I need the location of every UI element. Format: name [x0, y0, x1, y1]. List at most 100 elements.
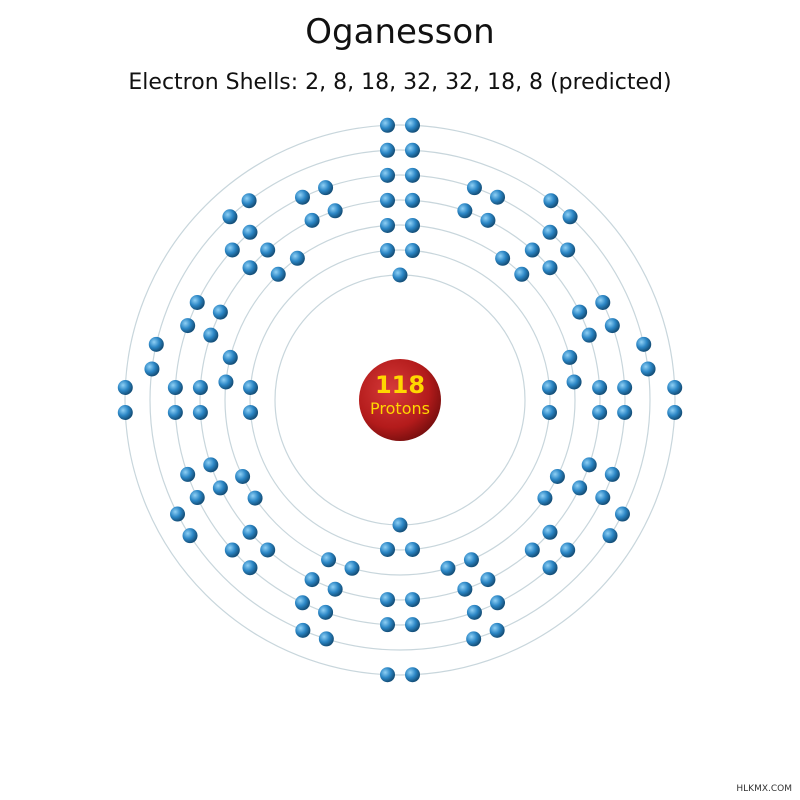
- electron-shell-4: [592, 380, 608, 396]
- electron-shell-4: [242, 260, 258, 276]
- electron-shell-5: [595, 490, 611, 506]
- electron-shell-2: [243, 404, 259, 420]
- electron-shell-5: [318, 604, 334, 620]
- electron-shell-4: [260, 542, 276, 558]
- electron-shell-4: [457, 581, 473, 597]
- electron-shell-4: [327, 581, 343, 597]
- electron-shell-5: [167, 380, 183, 396]
- electron-shell-5: [224, 242, 240, 258]
- electron-shell-4: [212, 304, 228, 320]
- nucleus: 118 Protons: [359, 359, 441, 441]
- electron-shell-3: [380, 217, 396, 233]
- watermark: HLKMX.COM: [736, 784, 792, 794]
- electron-shell-3: [566, 374, 582, 390]
- electron-shell-5: [180, 318, 196, 334]
- electron-shell-4: [542, 524, 558, 540]
- electron-shell-4: [212, 480, 228, 496]
- electron-shell-4: [581, 457, 597, 473]
- electron-shell-5: [294, 189, 310, 205]
- electron-shell-6: [144, 361, 160, 377]
- electron-shell-6: [640, 361, 656, 377]
- electron-shell-3: [404, 217, 420, 233]
- electron-shell-4: [327, 203, 343, 219]
- nucleus-circle: [359, 359, 441, 441]
- electron-shell-3: [514, 266, 530, 282]
- electron-shell-4: [480, 572, 496, 588]
- electron-shell-6: [148, 336, 164, 352]
- electron-shell-4: [380, 192, 396, 208]
- electron-shell-7: [380, 667, 395, 683]
- electron-shell-5: [404, 617, 420, 633]
- electron-shell-6: [602, 528, 618, 544]
- protons-label: Protons: [370, 399, 430, 418]
- electron-shell-5: [617, 380, 633, 396]
- proton-count: 118: [375, 371, 425, 399]
- electron-shell-4: [304, 572, 320, 588]
- electron-shell-6: [380, 142, 396, 158]
- electron-shell-4: [592, 404, 608, 420]
- electron-shell-5: [617, 404, 633, 420]
- shell-ring-4: [199, 199, 601, 601]
- electron-shell-5: [490, 595, 506, 611]
- electron-shell-5: [560, 542, 576, 558]
- electron-shell-3: [495, 250, 511, 266]
- electron-shell-5: [466, 180, 482, 196]
- electron-shell-3: [235, 468, 251, 484]
- electron-shell-5: [404, 167, 420, 183]
- electron-shell-7: [380, 117, 395, 133]
- electron-shell-5: [189, 490, 205, 506]
- shell-ring-5: [174, 174, 626, 626]
- electron-shell-4: [260, 242, 276, 258]
- electron-shell-5: [167, 404, 183, 420]
- electron-shell-2: [541, 404, 557, 420]
- electron-shell-5: [242, 560, 258, 576]
- electron-shell-4: [572, 480, 588, 496]
- electron-shell-2: [404, 541, 420, 557]
- electron-shell-5: [294, 595, 310, 611]
- electron-shell-3: [222, 349, 238, 365]
- electron-shell-3: [463, 552, 479, 568]
- electron-shell-5: [490, 189, 506, 205]
- electron-shell-5: [189, 294, 205, 310]
- electron-shell-6: [562, 209, 578, 225]
- electron-shell-7: [667, 405, 683, 420]
- electron-shell-3: [549, 468, 565, 484]
- electron-shell-7: [405, 117, 420, 133]
- electron-shell-5: [318, 180, 334, 196]
- electron-shell-6: [170, 506, 186, 522]
- electron-shell-6: [489, 622, 505, 638]
- electron-shell-4: [457, 203, 473, 219]
- electron-shell-1: [392, 267, 408, 283]
- electron-shell-3: [321, 552, 337, 568]
- electron-shell-7: [117, 380, 133, 395]
- electron-shell-4: [542, 260, 558, 276]
- electron-shell-4: [404, 192, 420, 208]
- electron-shell-4: [524, 542, 540, 558]
- electron-shell-subtitle: Electron Shells: 2, 8, 18, 32, 32, 18, 8…: [128, 70, 672, 95]
- electron-shell-4: [581, 327, 597, 343]
- shell-ring-2: [249, 249, 551, 551]
- electron-shell-6: [543, 193, 559, 209]
- electron-shell-4: [480, 212, 496, 228]
- electron-shell-6: [295, 622, 311, 638]
- electron-shell-2: [243, 380, 259, 396]
- electron-shell-4: [380, 592, 396, 608]
- electron-shell-2: [404, 243, 420, 259]
- page-title: Oganesson: [305, 12, 495, 52]
- electron-shell-7: [117, 405, 133, 420]
- electron-shell-2: [541, 380, 557, 396]
- electron-shell-6: [222, 209, 238, 225]
- electron-shell-7: [405, 667, 420, 683]
- electron-shell-4: [524, 242, 540, 258]
- electron-shell-5: [604, 318, 620, 334]
- electron-shell-4: [203, 327, 219, 343]
- electron-shell-6: [466, 631, 482, 647]
- electron-shell-7: [667, 380, 683, 395]
- electron-shell-2: [380, 541, 396, 557]
- electron-shell-5: [180, 466, 196, 482]
- electron-shell-5: [242, 224, 258, 240]
- electron-shell-3: [270, 266, 286, 282]
- shell-ring-6: [149, 149, 651, 651]
- electron-shell-6: [182, 528, 198, 544]
- electron-shell-6: [636, 336, 652, 352]
